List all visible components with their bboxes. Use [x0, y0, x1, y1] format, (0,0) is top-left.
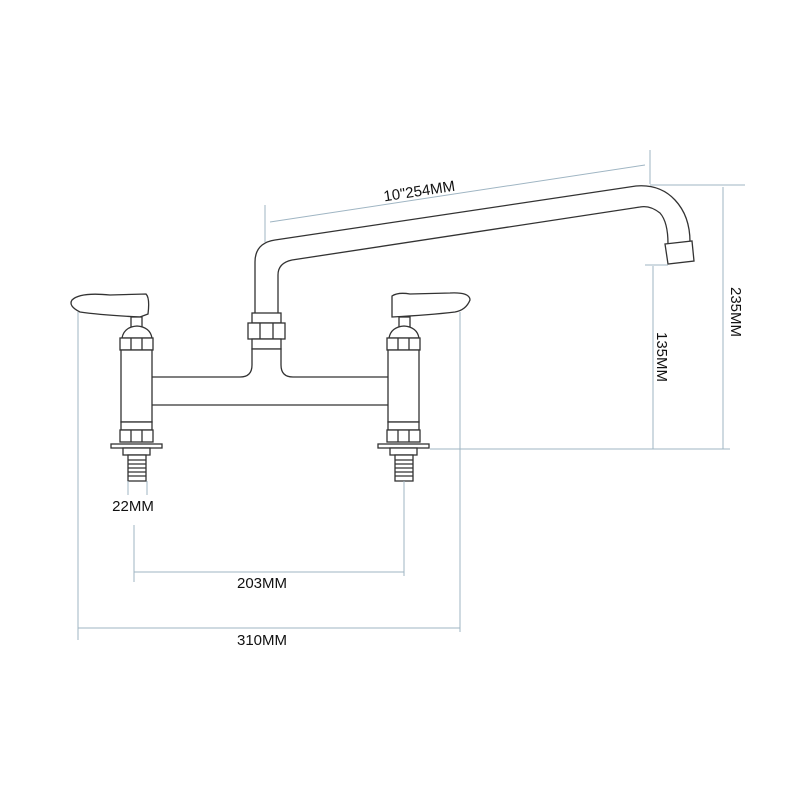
spout-length-label: 10"254MM: [382, 178, 456, 206]
dimension-lines: [77, 150, 745, 640]
left-valve: [70, 293, 163, 482]
center-nut: [247, 312, 286, 350]
center-distance-label: 203MM: [237, 575, 287, 592]
right-valve: [377, 292, 471, 482]
overall-width-label: 310MM: [237, 632, 287, 649]
thread-diameter-label: 22MM: [112, 498, 154, 515]
outlet-height-label: 135MM: [653, 332, 670, 382]
crossbar: [149, 348, 391, 406]
spout: [254, 185, 695, 319]
spout-nozzle: [664, 240, 695, 265]
total-height-label: 235MM: [727, 287, 744, 337]
